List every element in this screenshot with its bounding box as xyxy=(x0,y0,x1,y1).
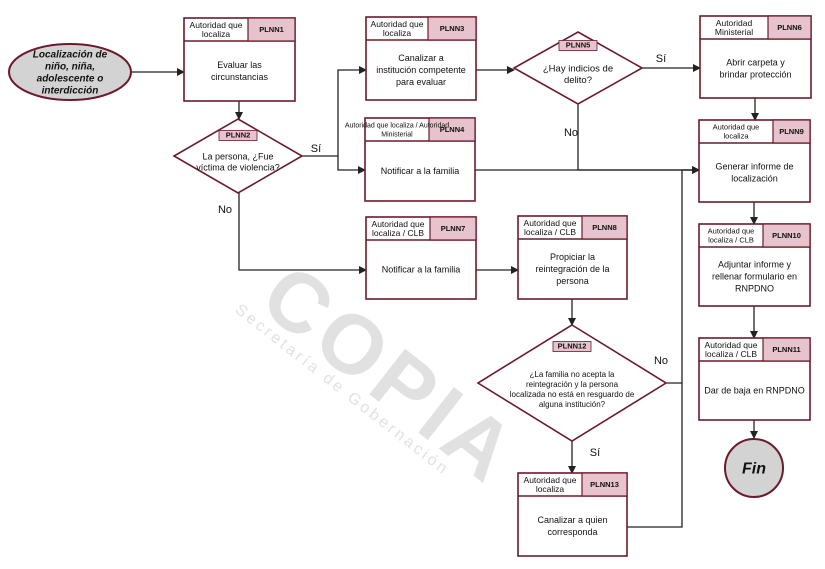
process-code: PLNN1 xyxy=(259,25,284,34)
decision-code-cell xyxy=(558,40,598,51)
decision-code-cell xyxy=(552,341,592,352)
process-text: Notificar a la familia xyxy=(382,265,461,275)
connector-plnn2-to-plnn7 xyxy=(238,193,367,274)
connector-plnn2-to-plnn3 xyxy=(302,66,367,157)
connector-plnn2-to-plnn4 xyxy=(337,156,366,174)
code-cell xyxy=(427,16,477,41)
process-code: PLNN8 xyxy=(592,223,617,232)
process-code: PLNN6 xyxy=(777,23,802,32)
decision-code: PLNN2 xyxy=(226,131,251,140)
process-text: Dar de baja en RNPDNO xyxy=(704,386,805,396)
connectors xyxy=(131,64,759,528)
code-cell xyxy=(581,472,628,497)
process-code: PLNN4 xyxy=(440,125,465,134)
connector-plnn5-no-to-plnn9 xyxy=(577,104,699,171)
code-cell xyxy=(762,223,811,248)
end-label: Fin xyxy=(742,461,766,478)
decision-code: PLNN5 xyxy=(566,41,591,50)
edge-label-plnn5-no: No xyxy=(564,127,578,139)
edge-label-plnn12-no: No xyxy=(654,355,668,367)
process-text: Notificar a la familia xyxy=(381,166,460,176)
code-cell xyxy=(767,15,812,40)
process-box xyxy=(699,15,812,99)
process-code: PLNN7 xyxy=(441,224,466,233)
decision-diamond xyxy=(512,31,644,105)
process-code: PLNN13 xyxy=(590,480,619,489)
process-code: PLNN11 xyxy=(772,345,800,354)
decision-code-cell xyxy=(218,130,258,141)
process-code: PLNN3 xyxy=(440,24,465,33)
edge-label-plnn12-yes: Sí xyxy=(590,447,600,459)
code-cell xyxy=(429,216,477,241)
edge-label-plnn2-yes: Sí xyxy=(311,143,321,155)
decision-diamond xyxy=(476,324,668,442)
edge-label-plnn2-no: No xyxy=(218,204,232,216)
connector-plnn13-to-plnn9 xyxy=(627,383,683,528)
code-cell xyxy=(581,215,628,240)
decision-diamond xyxy=(172,118,304,194)
process-code: PLNN10 xyxy=(772,231,801,240)
code-cell xyxy=(428,117,476,142)
code-cell xyxy=(247,17,296,42)
code-cell xyxy=(762,337,811,362)
code-cell xyxy=(772,119,811,144)
connector-plnn12-no-to-plnn9 xyxy=(666,166,700,384)
edge-label-plnn5-yes: Sí xyxy=(656,53,666,65)
decision-code: PLNN12 xyxy=(558,342,587,351)
process-code: PLNN9 xyxy=(779,127,804,136)
end-terminator xyxy=(724,438,784,498)
start-terminator xyxy=(8,43,132,101)
